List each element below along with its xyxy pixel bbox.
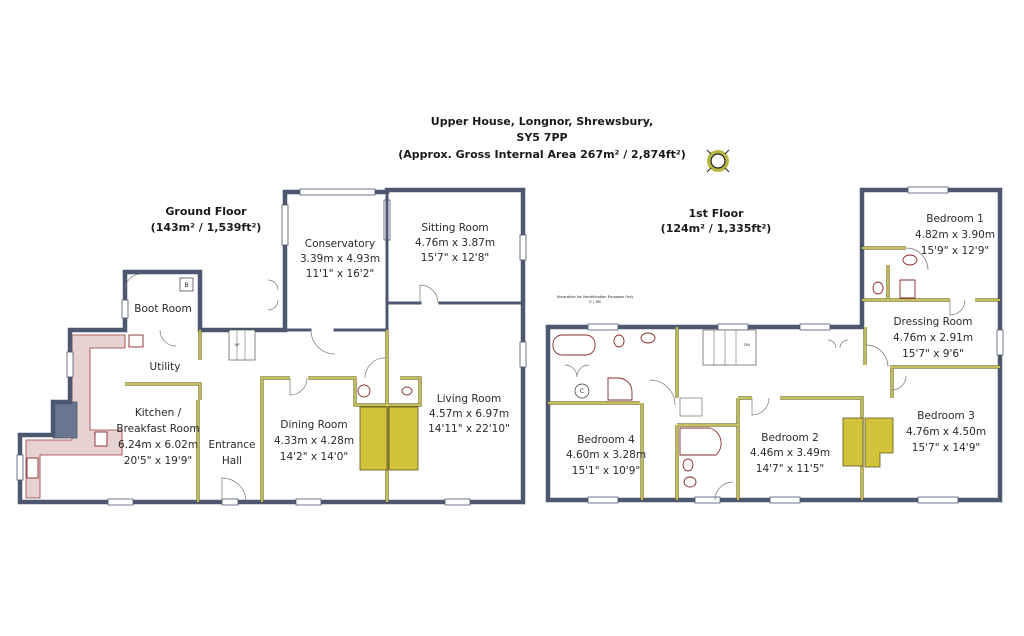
svg-text:4.76m x 2.91m: 4.76m x 2.91m [893, 332, 973, 344]
room-dining-room: Dining Room 4.33m x 4.28m 14'2" x 14'0" [274, 419, 354, 463]
svg-text:4.57m x 6.97m: 4.57m x 6.97m [429, 408, 509, 420]
svg-text:15'7" x 14'9": 15'7" x 14'9" [912, 442, 980, 454]
boiler: B [179, 277, 194, 292]
first-chimney-right [864, 417, 894, 468]
stairs-up-label: UP [235, 343, 241, 347]
address-line2: SY5 7PP [516, 131, 567, 144]
svg-text:Hall: Hall [222, 455, 242, 467]
svg-text:3.39m x 4.93m: 3.39m x 4.93m [300, 253, 380, 265]
svg-text:Bedroom 4: Bedroom 4 [577, 434, 635, 446]
svg-text:14'2" x 14'0": 14'2" x 14'0" [280, 451, 348, 463]
svg-text:Conservatory: Conservatory [305, 238, 375, 250]
svg-text:B: B [184, 282, 188, 289]
svg-text:4.76m x 4.50m: 4.76m x 4.50m [906, 426, 986, 438]
first-floor-title: 1st Floor [688, 207, 744, 220]
first-floor-plan: 1st Floor (124m² / 1,335ft²) [545, 186, 1004, 504]
bathroom-fittings [552, 254, 918, 488]
first-internal-walls [548, 246, 1000, 500]
svg-text:15'7" x 9'6": 15'7" x 9'6" [902, 348, 964, 360]
stairs-down-label: DN [744, 343, 750, 347]
svg-text:Kitchen /: Kitchen / [135, 407, 182, 419]
first-floor-area: (124m² / 1,335ft²) [661, 222, 772, 235]
svg-text:Breakfast Room: Breakfast Room [116, 423, 199, 435]
svg-text:15'1" x 10'9": 15'1" x 10'9" [572, 465, 640, 477]
svg-text:14'11" x 22'10": 14'11" x 22'10" [428, 423, 510, 435]
svg-text:Sitting Room: Sitting Room [421, 222, 488, 234]
svg-text:6.24m x 6.02m: 6.24m x 6.02m [118, 439, 198, 451]
room-boot-room: Boot Room [134, 303, 191, 315]
ground-floor-area: (143m² / 1,539ft²) [151, 221, 262, 234]
ground-doors [124, 273, 439, 503]
address-line1: Upper House, Longnor, Shrewsbury, [431, 115, 653, 128]
svg-text:4.46m x 3.49m: 4.46m x 3.49m [750, 447, 830, 459]
svg-text:4.82m x 3.90m: 4.82m x 3.90m [915, 229, 995, 241]
svg-text:15'7" x 12'8": 15'7" x 12'8" [421, 252, 489, 264]
ground-chimney-right [388, 406, 419, 471]
room-bedroom1: Bedroom 1 4.82m x 3.90m 15'9" x 12'9" [915, 213, 995, 257]
room-sitting-room: Sitting Room 4.76m x 3.87m 15'7" x 12'8" [415, 222, 495, 264]
svg-text:20'5" x 19'9": 20'5" x 19'9" [124, 455, 192, 467]
svg-text:4.76m x 3.87m: 4.76m x 3.87m [415, 237, 495, 249]
first-doors [564, 247, 966, 501]
svg-text:Bedroom 2: Bedroom 2 [761, 432, 819, 444]
ground-stairs: UP [228, 329, 256, 361]
svg-text:15'9" x 12'9": 15'9" x 12'9" [921, 245, 989, 257]
room-bedroom3: Bedroom 3 4.76m x 4.50m 15'7" x 14'9" [906, 410, 986, 454]
chimney-breast [52, 401, 78, 439]
room-living-room: Living Room 4.57m x 6.97m 14'11" x 22'10… [428, 393, 510, 435]
room-entrance-hall: Entrance Hall [208, 439, 255, 467]
first-stairs: DN [679, 329, 757, 417]
wc-basin [357, 384, 371, 398]
svg-text:Dressing Room: Dressing Room [893, 316, 972, 328]
svg-text:14'7" x 11'5": 14'7" x 11'5" [756, 463, 824, 475]
room-utility: Utility [150, 361, 181, 373]
svg-text:11'1" x 16'2": 11'1" x 16'2" [306, 268, 374, 280]
room-conservatory: Conservatory 3.39m x 4.93m 11'1" x 16'2" [300, 238, 380, 280]
svg-text:C: C [580, 388, 584, 395]
room-bedroom4: Bedroom 4 4.60m x 3.28m 15'1" x 10'9" [566, 434, 646, 477]
room-bedroom2: Bedroom 2 4.46m x 3.49m 14'7" x 11'5" [750, 432, 830, 475]
ground-floor-plan: Ground Floor (143m² / 1,539ft²) [16, 187, 527, 506]
first-windows [587, 186, 1004, 504]
ground-chimney-left [359, 406, 388, 471]
svg-text:Bedroom 1: Bedroom 1 [926, 213, 984, 225]
kitchen-units [25, 334, 144, 499]
ground-floor-title: Ground Floor [165, 205, 247, 218]
svg-text:4.33m x 4.28m: 4.33m x 4.28m [274, 435, 354, 447]
svg-text:Dining Room: Dining Room [280, 419, 347, 431]
hot-water-cylinder: C [574, 383, 590, 399]
ground-internal-walls [125, 190, 525, 502]
first-chimney-left [842, 417, 864, 467]
svg-text:Living Room: Living Room [437, 393, 501, 405]
disclaimer-line1: Illustration for Identification Purposes… [557, 295, 635, 299]
svg-text:Bedroom 3: Bedroom 3 [917, 410, 975, 422]
svg-text:4.60m x 3.28m: 4.60m x 3.28m [566, 449, 646, 461]
wc-toilet [401, 386, 413, 396]
compass-rose-icon [706, 149, 730, 173]
first-outer-walls [545, 187, 1003, 503]
gross-area: (Approx. Gross Internal Area 267m² / 2,8… [398, 148, 685, 161]
room-dressing-room: Dressing Room 4.76m x 2.91m 15'7" x 9'6" [893, 316, 973, 360]
svg-text:Entrance: Entrance [208, 439, 255, 451]
disclaimer-line2: © J Hill [589, 300, 602, 304]
room-kitchen: Kitchen / Breakfast Room 6.24m x 6.02m 2… [116, 407, 199, 467]
